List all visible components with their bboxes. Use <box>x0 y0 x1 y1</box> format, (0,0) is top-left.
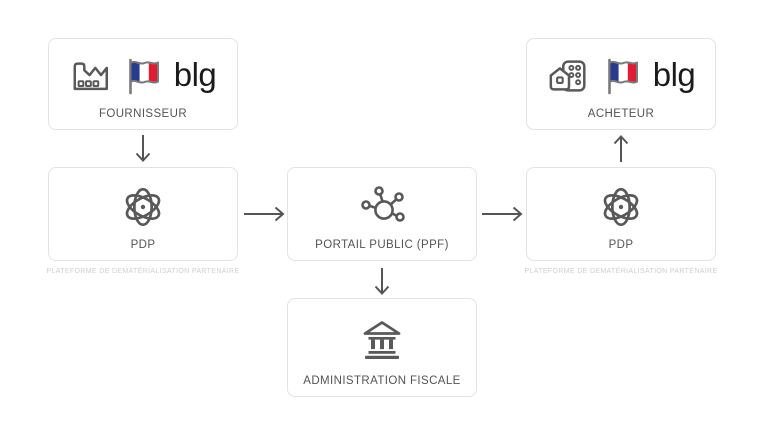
node-portail-public: PORTAIL PUBLIC (PPF) <box>287 167 477 261</box>
pdp-right-caption: PLATEFORME DE DEMATÉRIALISATION PARTENAI… <box>524 268 718 275</box>
fournisseur-label: FOURNISSEUR <box>98 108 188 120</box>
pdp-left-label: PDP <box>130 239 156 251</box>
pdp-left-caption: PLATEFORME DE DEMATÉRIALISATION PARTENAI… <box>46 268 240 275</box>
node-pdp-left: PDP <box>48 167 238 261</box>
network-hub-icon <box>361 186 405 222</box>
atom-icon <box>603 187 639 227</box>
arrow-fournisseur-to-pdp <box>135 135 151 162</box>
node-fournisseur: blg FOURNISSEUR <box>48 38 238 130</box>
administration-fiscale-label: ADMINISTRATION FISCALE <box>303 375 461 387</box>
acheteur-label: ACHETEUR <box>587 108 655 120</box>
fournisseur-icons: blg <box>49 50 237 102</box>
pdp-right-label: PDP <box>608 239 634 251</box>
arrow-pdp-to-acheteur <box>613 135 629 162</box>
node-pdp-right: PDP <box>526 167 716 261</box>
france-flag-icon <box>607 58 638 95</box>
arrow-portail-to-pdp <box>482 206 523 222</box>
atom-icon <box>125 187 161 227</box>
blg-logo: blg <box>652 55 696 93</box>
arrow-portail-to-administration <box>374 268 390 295</box>
node-administration-fiscale: ADMINISTRATION FISCALE <box>287 298 477 397</box>
acheteur-icons: blg <box>527 50 715 102</box>
buildings-icon <box>549 60 586 92</box>
bank-icon <box>363 321 401 359</box>
blg-logo: blg <box>173 55 217 93</box>
arrow-pdp-to-portail <box>244 206 285 222</box>
factory-icon <box>73 62 108 91</box>
portail-public-label: PORTAIL PUBLIC (PPF) <box>315 239 449 251</box>
france-flag-icon <box>128 58 159 95</box>
node-acheteur: blg ACHETEUR <box>526 38 716 130</box>
